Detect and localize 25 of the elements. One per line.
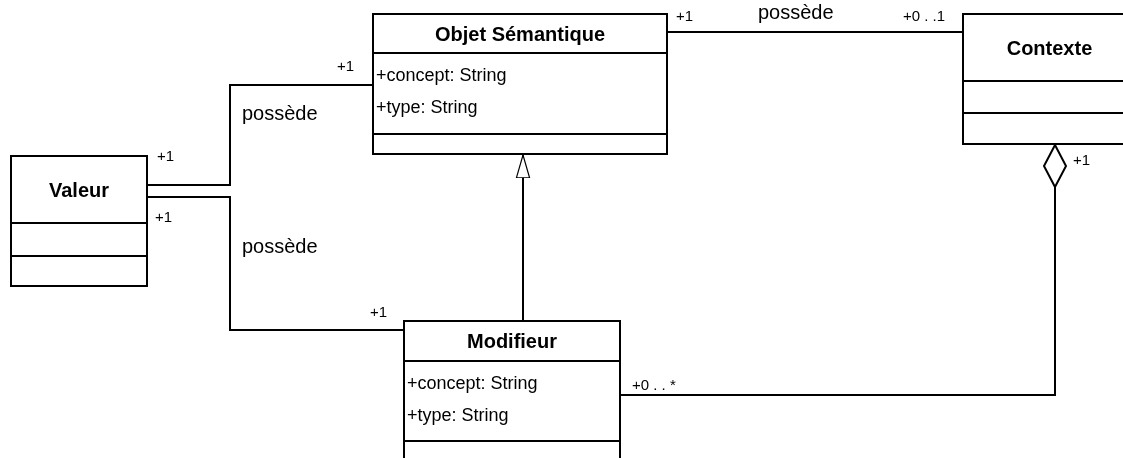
generalization-arrow: [515, 154, 531, 321]
multiplicity-label: +0 . . *: [632, 375, 676, 395]
multiplicity-label: +1: [157, 146, 175, 166]
attribute-text: +concept: String: [407, 372, 539, 395]
attribute-text: +type: String: [407, 404, 510, 427]
association-line: [147, 84, 373, 186]
aggregation-line: [620, 144, 1067, 396]
class-box: [372, 13, 668, 155]
multiplicity-label: +0 . .1: [903, 6, 946, 26]
class-name: Modifieur: [467, 329, 557, 353]
attribute-text: +type: String: [376, 96, 479, 119]
association-line: [667, 31, 963, 33]
class-name: Contexte: [1006, 35, 1093, 60]
class-box: [403, 320, 621, 458]
class-box: [962, 13, 1123, 145]
class-box: [10, 155, 148, 287]
multiplicity-label: +1: [1073, 150, 1091, 170]
multiplicity-label: +1: [155, 207, 173, 227]
multiplicity-label: +1: [337, 56, 355, 76]
attribute-text: +concept: String: [376, 64, 508, 87]
multiplicity-label: +1: [676, 6, 694, 26]
association-line: [147, 196, 404, 331]
class-name: Objet Sémantique: [435, 21, 605, 46]
class-name: Valeur: [48, 177, 109, 202]
multiplicity-label: +1: [370, 302, 388, 322]
